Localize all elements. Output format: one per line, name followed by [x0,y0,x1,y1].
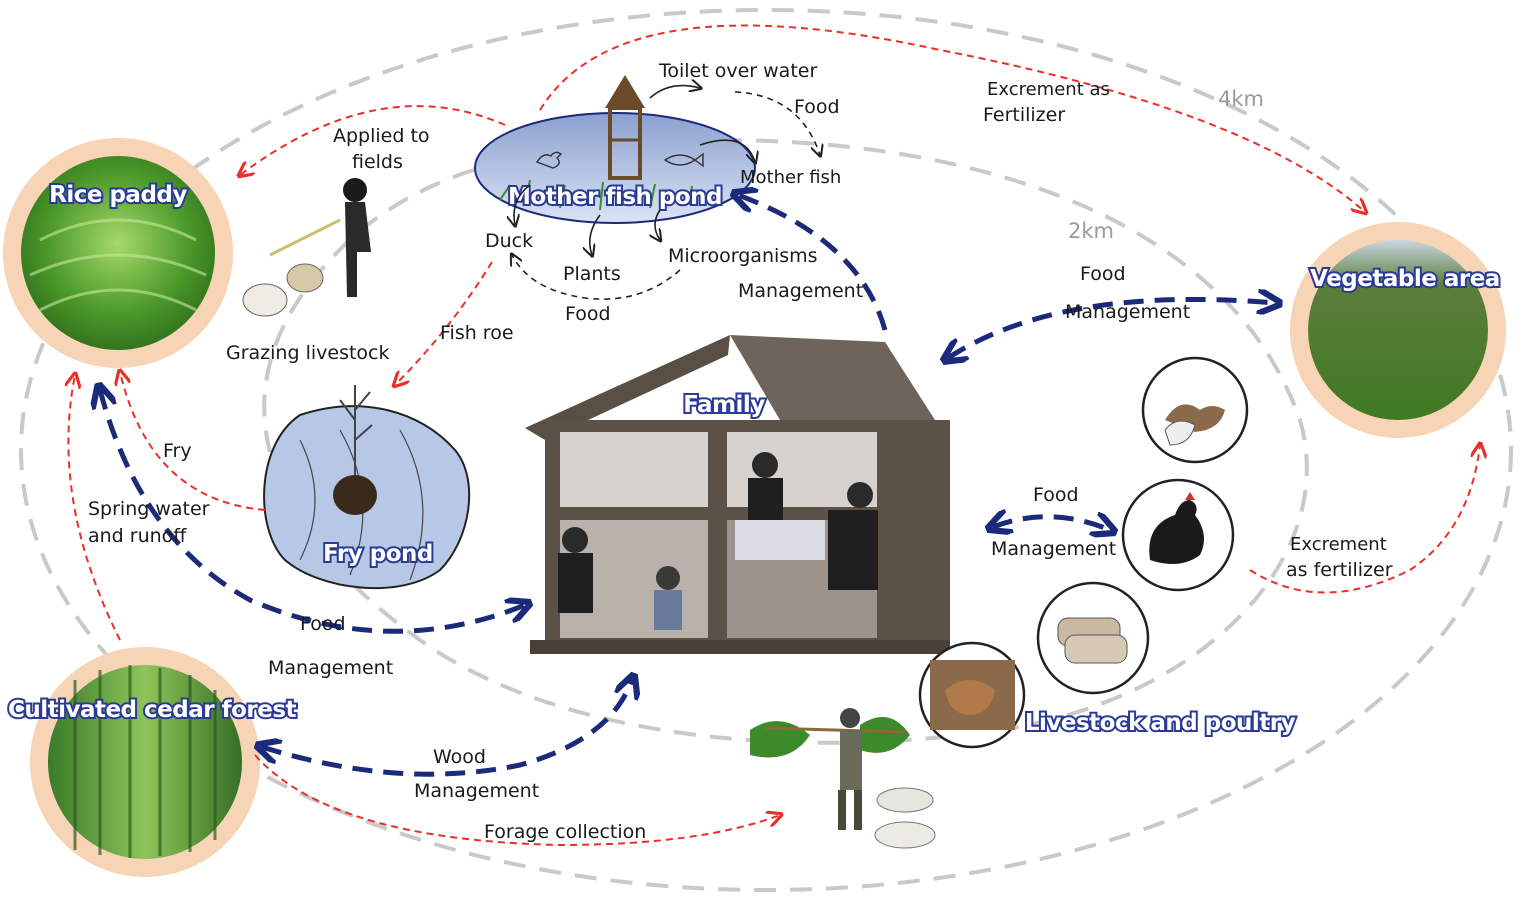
distance-4km: 4km [1218,87,1264,111]
rice-paddy-node: Rice paddy [3,138,233,368]
arrow-toilet [649,86,700,99]
label-spring-1: Spring water [88,498,210,520]
label-excrement-2-1: Excrement [1290,534,1387,555]
cedar-forest-node: Cultivated cedar forest [6,647,299,877]
arrow-fishroe [395,261,493,385]
livestock-node: Livestock and poultry [918,356,1298,749]
label-plants: Plants [563,263,621,285]
goats-circle-icon [1036,581,1150,695]
arrow-forest-to-forage [254,754,780,847]
arrow-pond-to-vegetable [539,24,1365,213]
label-wood: Wood [433,746,486,768]
family-people-icon [558,452,878,630]
fish-icon [663,152,704,168]
arrow-family-vegetable [948,299,1275,358]
label-management-pond: Management [738,280,863,302]
arrow-pond-to-rice [240,105,506,175]
label-management-wood: Management [414,780,539,802]
duck-goose-circle-icon [1141,356,1249,464]
arrow-family-livestock [993,517,1110,530]
arrow-toilet-food [734,91,820,155]
label-grazing: Grazing livestock [226,342,390,364]
label-applied-2: fields [352,151,403,173]
label-fry: Fry [163,440,192,462]
grazing-person-icon [242,178,371,317]
arrow-family-rice [100,390,525,634]
arrow-microorganisms [655,209,660,240]
label-management-family: Management [268,657,393,679]
label-toilet: Toilet over water [658,60,817,82]
label-food-pond: Food [794,96,840,118]
fry-pond-node: Fry pond [263,385,471,590]
label-food-live: Food [1033,484,1079,506]
vegetable-area-node: Vegetable area [1290,222,1506,438]
label-excrement-fertilizer-1: Excrement as [987,79,1110,100]
arrow-livestock-to-vegetable [1249,445,1480,594]
arrow-mother-fish [699,139,755,162]
label-food-cycle: Food [565,303,611,325]
label-management-live: Management [991,538,1116,560]
label-management-veg: Management [1065,301,1190,323]
duck-icon [535,151,563,169]
family-title: Family [683,392,765,418]
arrow-duck [514,184,531,225]
arrow-food-cycle [512,255,681,300]
label-food-veg: Food [1080,263,1126,285]
label-mother-fish: Mother fish [740,167,841,188]
mother-fish-pond-title: Mother fish pond [508,184,722,210]
arrow-family-pond [738,195,888,331]
toilet-tower-icon [605,75,645,180]
label-fish-roe: Fish roe [440,322,514,344]
arrow-family-forest [262,680,632,777]
family-house: Family [525,335,950,654]
forage-person-icon [750,708,936,849]
cedar-forest-title: Cultivated cedar forest [8,697,297,723]
cattle-circle-icon [918,641,1026,749]
fry-pond-title: Fry pond [323,541,433,567]
label-excrement-2-2: as fertilizer [1286,559,1393,581]
label-duck: Duck [485,230,533,252]
label-microorganisms: Microorganisms [668,245,818,267]
mother-fish-pond-node: Mother fish pond [474,75,756,224]
livestock-title: Livestock and poultry [1025,710,1296,736]
label-food-family: Food [300,613,346,635]
vegetable-area-title: Vegetable area [1310,266,1500,292]
rooster-circle-icon [1121,478,1235,592]
ring-4km [19,8,1513,892]
distance-2km: 2km [1068,219,1114,243]
label-excrement-fertilizer-2: Fertilizer [983,104,1065,126]
label-forage: Forage collection [484,821,646,843]
arrow-plants [590,214,601,255]
rice-paddy-title: Rice paddy [49,182,187,208]
label-spring-2: and runoff [88,525,187,547]
label-applied-1: Applied to [333,125,430,147]
